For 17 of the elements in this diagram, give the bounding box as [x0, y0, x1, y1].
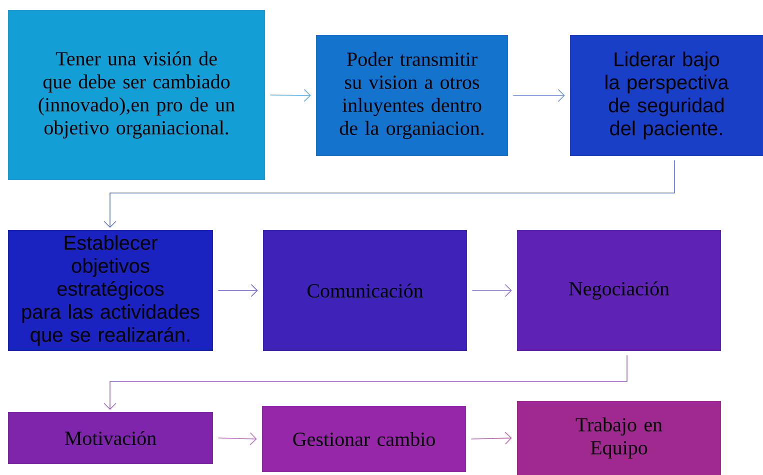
arrow	[512, 89, 565, 102]
arrow	[218, 284, 258, 297]
arrow	[104, 160, 675, 228]
arrow	[470, 432, 512, 445]
arrow	[104, 354, 628, 410]
process-box: Tener una visión de que debe ser cambiado (innovado),en pro de un objetivo organiacional.	[8, 10, 265, 180]
process-box: Poder transmitir su vision a otros inluyentes dentro de la organiacion.	[316, 35, 508, 156]
process-box: Gestionar cambio	[262, 406, 466, 472]
process-box: Liderar bajo la perspectiva de seguridad del paciente.	[570, 35, 763, 156]
process-box: Trabajo en Equipo	[517, 401, 721, 475]
arrow	[472, 284, 512, 297]
arrow	[270, 89, 311, 102]
process-box: Comunicación	[263, 230, 467, 351]
arrow	[218, 432, 257, 446]
process-box: Establecer objetivos estratégicos para las actividades que se realizarán.	[8, 230, 213, 351]
process-box: Negociación	[517, 230, 721, 351]
process-box: Motivación	[8, 412, 213, 464]
